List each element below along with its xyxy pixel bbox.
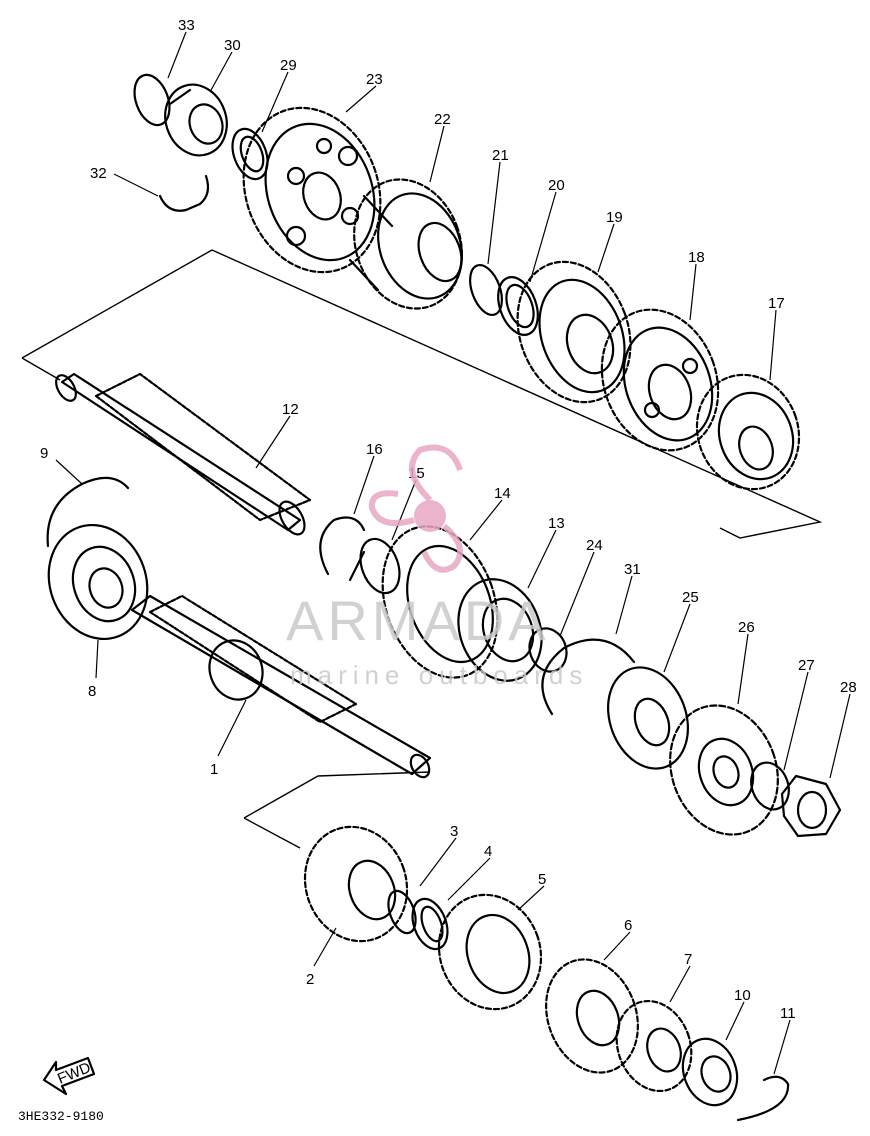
- watermark-brand: ARMADA: [286, 589, 550, 652]
- upper-group-bracket: [21, 249, 823, 539]
- callout-21: 21: [492, 147, 509, 164]
- callout-33: 33: [178, 17, 195, 34]
- gear-23: [242, 106, 382, 274]
- watermark-tagline: marine outboards: [290, 660, 588, 690]
- callout-9: 9: [40, 445, 48, 462]
- callout-22: 22: [434, 111, 451, 128]
- main-axle-1: [130, 594, 432, 779]
- callout-10: 10: [734, 987, 751, 1004]
- callout-1: 1: [210, 761, 218, 778]
- callout-2: 2: [306, 971, 314, 988]
- washer-4: [411, 897, 449, 951]
- washer-25: [607, 666, 689, 770]
- callout-7: 7: [684, 951, 692, 968]
- callout-24: 24: [586, 537, 603, 554]
- callout-13: 13: [548, 515, 565, 532]
- callout-12: 12: [282, 401, 299, 418]
- callout-14: 14: [494, 485, 511, 502]
- callout-4: 4: [484, 843, 492, 860]
- callout-18: 18: [688, 249, 705, 266]
- circlip-31: [541, 638, 636, 716]
- collar-13: [457, 578, 543, 682]
- callout-20: 20: [548, 177, 565, 194]
- sprocket-26: [669, 704, 779, 836]
- callout-3: 3: [450, 823, 458, 840]
- clip-32: [158, 174, 210, 212]
- watermark-logo-icon: [368, 444, 464, 573]
- counter-shaft-12: [55, 372, 312, 536]
- collar-24: [528, 627, 568, 673]
- gear-7: [615, 999, 693, 1093]
- callout-8: 8: [88, 683, 96, 700]
- gear-18: [600, 308, 720, 452]
- circlip-16: [319, 516, 366, 576]
- washer-20: [497, 276, 539, 336]
- gear-5: [437, 893, 543, 1011]
- callout-11: 11: [780, 1005, 796, 1022]
- gear-17: [695, 373, 801, 491]
- circlip-11: [736, 1075, 790, 1122]
- nut-28: [780, 774, 842, 838]
- callout-19: 19: [606, 209, 623, 226]
- callout-28: 28: [840, 679, 857, 696]
- callout-27: 27: [798, 657, 815, 674]
- callout-6: 6: [624, 917, 632, 934]
- callout-26: 26: [738, 619, 755, 636]
- gear-22: [348, 178, 463, 310]
- callout-32: 32: [90, 165, 107, 182]
- circlip-9: [46, 476, 130, 548]
- callout-29: 29: [280, 57, 297, 74]
- leader-lines: [55, 31, 851, 1075]
- bearing-10: [681, 1037, 739, 1107]
- lower-group-bracket: [243, 771, 431, 849]
- fwd-label: FWD: [55, 1059, 93, 1088]
- callout-16: 16: [366, 441, 383, 458]
- callout-30: 30: [224, 37, 241, 54]
- fwd-arrow-icon: FWD: [42, 1056, 96, 1096]
- washer-29: [231, 127, 269, 181]
- callout-23: 23: [366, 71, 383, 88]
- circlip-33: [133, 73, 171, 127]
- lock-washer-27: [750, 761, 790, 811]
- callout-25: 25: [682, 589, 699, 606]
- bearing-30: [164, 83, 228, 157]
- gear-6: [545, 958, 639, 1074]
- callout-31: 31: [624, 561, 641, 578]
- bearing-8: [47, 523, 149, 641]
- figure-code: 3HE332-9180: [18, 1109, 104, 1124]
- watermark: ARMADA marine outboards: [286, 444, 588, 690]
- callout-17: 17: [768, 295, 785, 312]
- callout-5: 5: [538, 871, 546, 888]
- callout-labels: 33 30 29 23 22 21 20 19 18 17 32 12 16 1…: [40, 17, 857, 1022]
- washer-15: [348, 537, 401, 595]
- gear-2: [303, 825, 409, 943]
